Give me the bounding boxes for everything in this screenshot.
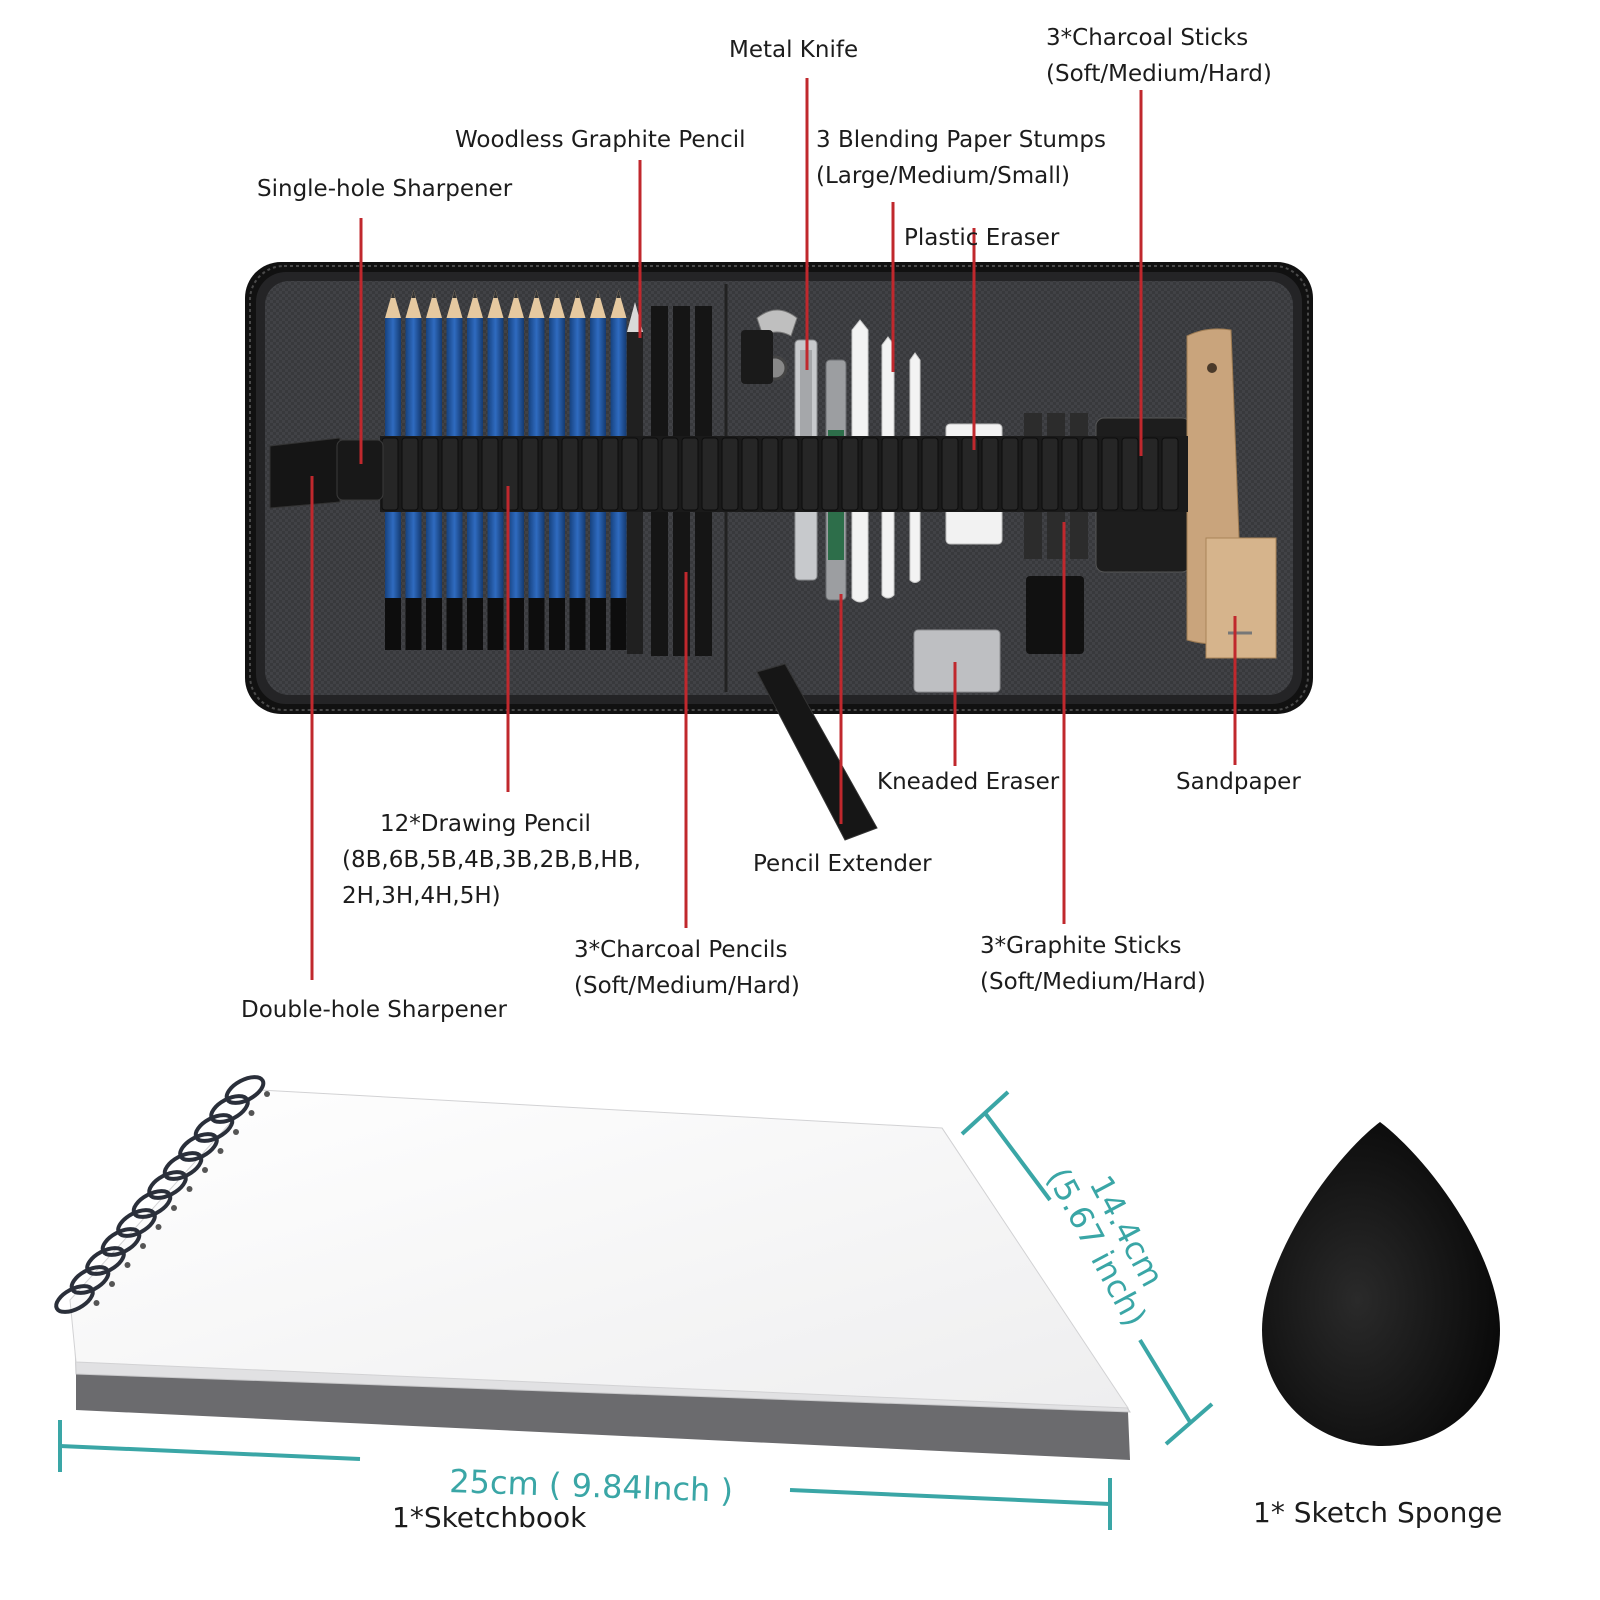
label-charcoal-sticks: 3*Charcoal Sticks (Soft/Medium/Hard) (1046, 25, 1272, 87)
sketchbook-page (69, 1089, 1129, 1409)
elastic-band (380, 436, 1188, 512)
kneaded-eraser (913, 629, 1001, 693)
label-sketchbook: 1*Sketchbook (392, 1501, 587, 1534)
label-plastic-eraser: Plastic Eraser (904, 225, 1060, 251)
label-woodless-pencil: Woodless Graphite Pencil (455, 127, 746, 153)
label-graphite-sticks: 3*Graphite Sticks (Soft/Medium/Hard) (980, 933, 1206, 995)
label-drawing-pencil: 12*Drawing Pencil (8B,6B,5B,4B,3B,2B,B,H… (342, 811, 641, 909)
label-metal-knife: Metal Knife (729, 37, 859, 63)
label-pencil-extender: Pencil Extender (753, 851, 932, 877)
leader-lines (310, 78, 1237, 980)
sketch-sponge (1262, 1122, 1500, 1446)
label-sandpaper: Sandpaper (1176, 769, 1301, 795)
label-blending-stumps: 3 Blending Paper Stumps (Large/Medium/Sm… (816, 127, 1106, 189)
label-charcoal-pencils: 3*Charcoal Pencils (Soft/Medium/Hard) (574, 937, 800, 999)
dimension-lines (58, 1090, 1214, 1530)
sketchbook (54, 1075, 1131, 1460)
sandpaper-block (1186, 328, 1277, 659)
case-handle-strap (756, 663, 878, 841)
label-double-sharpener: Double-hole Sharpener (241, 997, 507, 1023)
double-hole-sharpener (269, 437, 341, 509)
spiral-binding (54, 1075, 270, 1314)
label-single-sharpener: Single-hole Sharpener (257, 176, 513, 202)
label-kneaded-eraser: Kneaded Eraser (877, 769, 1060, 795)
label-sketch-sponge: 1* Sketch Sponge (1253, 1496, 1503, 1529)
